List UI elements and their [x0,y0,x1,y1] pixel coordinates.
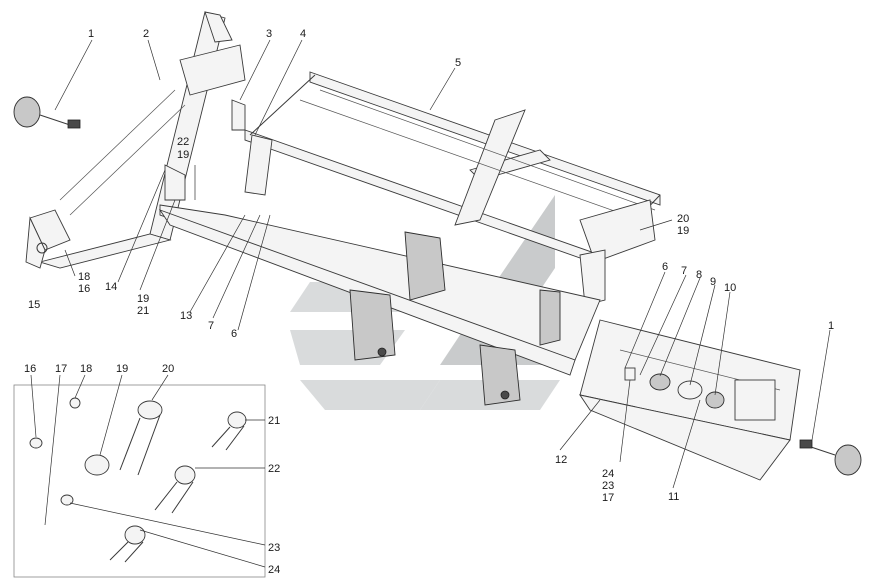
leader-lines [54,39,831,489]
callout-5: 5 [455,57,461,69]
tow-hook-right [799,439,862,476]
inset-callout-22: 22 [268,463,280,475]
inset-callout-19: 19 [116,363,128,375]
inset-callout-18: 18 [80,363,92,375]
callout-10: 10 [724,282,736,294]
bracket-4 [244,134,273,196]
inset-callout-23: 23 [268,542,280,554]
bracket-14 [164,164,186,201]
callout-2: 2 [143,28,149,40]
inset-callout-24: 24 [268,564,280,576]
callout-19-right: 19 [677,225,689,237]
fastener-inset: 16 17 18 19 20 21 22 23 24 [13,363,280,578]
callout-6-left: 6 [231,328,237,340]
callout-3: 3 [266,28,272,40]
callout-4: 4 [300,28,306,40]
watermark-shape [300,380,440,410]
callout-19-mid: 19 [137,293,149,305]
callout-13: 13 [180,310,192,322]
callout-19-top: 19 [177,149,189,161]
callout-7-right: 7 [681,265,687,277]
callout-8: 8 [696,269,702,281]
bracket-3 [231,99,246,131]
callout-21-mid: 21 [137,305,149,317]
inset-callout-17: 17 [55,363,67,375]
callout-20-right: 20 [677,213,689,225]
callout-15: 15 [28,299,40,311]
callout-23-right: 23 [602,480,614,492]
callout-11: 11 [668,491,679,503]
left-side-rail [25,11,246,269]
callout-14: 14 [105,281,117,293]
callout-7-left: 7 [208,320,214,332]
inset-callout-16: 16 [24,363,36,375]
tow-hook-left [13,96,81,129]
callout-24-right: 24 [602,468,614,480]
callout-12: 12 [555,454,567,466]
callout-1-left: 1 [88,28,94,40]
hitch-brackets [349,231,561,406]
callout-22-top: 22 [177,136,189,148]
callout-18-left: 18 [78,271,90,283]
callout-17-right: 17 [602,492,614,504]
inset-callout-21: 21 [268,415,280,427]
callout-1-right: 1 [828,320,834,332]
callout-6-right: 6 [662,261,668,273]
inset-callout-20: 20 [162,363,174,375]
main-frame [244,71,661,306]
callout-16-left: 16 [78,283,90,295]
callout-9: 9 [710,276,716,288]
